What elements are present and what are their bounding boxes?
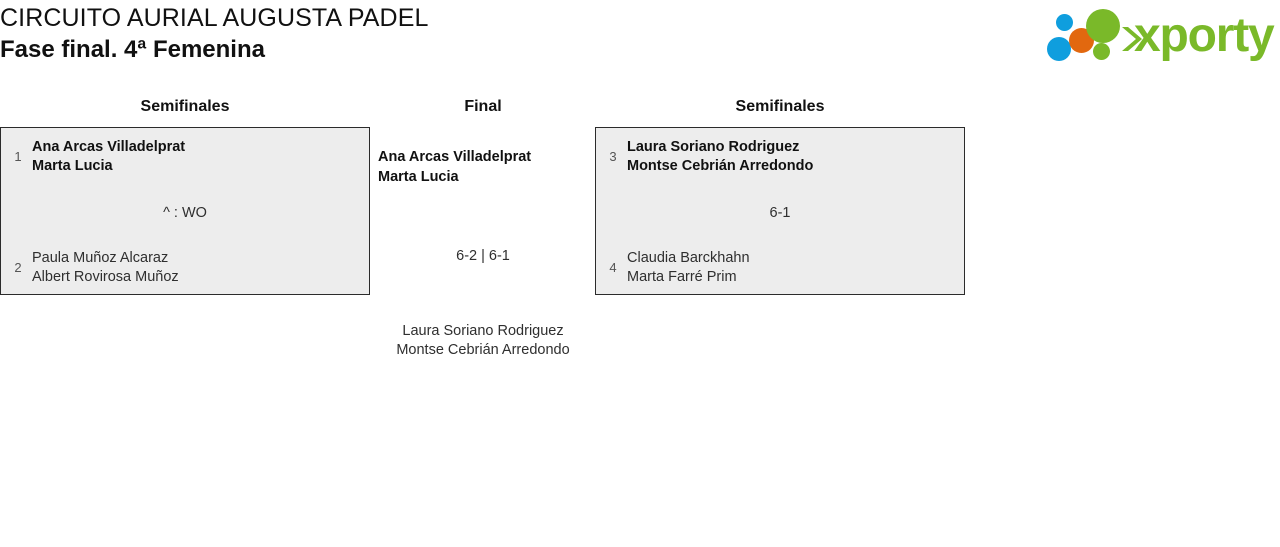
final-score: 6-2 | 6-1	[456, 248, 510, 264]
round-title-final: Final	[464, 98, 502, 115]
logo-wordmark: xporty	[1134, 9, 1275, 62]
team-player-2: Marta Lucia	[378, 169, 459, 185]
match-final[interactable]: Ana Arcas Villadelprat Marta Lucia 6-2 |…	[370, 127, 596, 362]
team-seed: 4	[609, 260, 617, 275]
tournament-phase: Fase final. 4ª Femenina	[0, 36, 265, 63]
match-semifinal-right[interactable]: 3 Laura Soriano Rodriguez Montse Cebrián…	[595, 127, 965, 295]
match-semifinal-left[interactable]: 1 Ana Arcas Villadelprat Marta Lucia ^ :…	[0, 127, 370, 295]
team-player-1: Claudia Barckhahn	[627, 250, 750, 266]
chevron-right-icon	[1122, 27, 1142, 51]
round-title-semifinal-left: Semifinales	[140, 98, 230, 115]
match-team-row[interactable]: 2 Paula Muñoz Alcaraz Albert Rovirosa Mu…	[1, 249, 369, 287]
match-team-row[interactable]: 3 Laura Soriano Rodriguez Montse Cebrián…	[596, 138, 964, 176]
match-team-row[interactable]: 1 Ana Arcas Villadelprat Marta Lucia	[1, 138, 369, 176]
final-runnerup-team[interactable]: Laura Soriano Rodriguez Montse Cebrián A…	[360, 322, 606, 360]
team-player-1: Paula Muñoz Alcaraz	[32, 250, 169, 266]
team-player-2: Marta Lucia	[32, 158, 113, 174]
match-team-row[interactable]: 4 Claudia Barckhahn Marta Farré Prim	[596, 249, 964, 287]
team-player-2: Albert Rovirosa Muñoz	[32, 269, 179, 285]
match-score: ^ : WO	[163, 205, 207, 221]
final-winner-team[interactable]: Ana Arcas Villadelprat Marta Lucia	[378, 147, 531, 187]
team-seed: 1	[14, 149, 22, 164]
team-names: Claudia Barckhahn Marta Farré Prim	[622, 249, 750, 287]
page-header: CIRCUITO AURIAL AUGUSTA PADEL Fase final…	[0, 0, 1280, 80]
team-seed: 3	[609, 149, 617, 164]
team-player-1: Ana Arcas Villadelprat	[32, 139, 186, 155]
match-score: 6-1	[769, 205, 791, 221]
logo-dot-blue-large	[1047, 37, 1071, 61]
team-names: Ana Arcas Villadelprat Marta Lucia	[27, 138, 185, 176]
logo-dot-blue-small	[1056, 14, 1073, 31]
team-player-1: Ana Arcas Villadelprat	[378, 149, 532, 165]
logo-dots-icon	[1046, 6, 1142, 64]
team-player-2: Montse Cebrián Arredondo	[396, 342, 570, 358]
round-title-semifinal-right: Semifinales	[735, 98, 825, 115]
team-names: Paula Muñoz Alcaraz Albert Rovirosa Muño…	[27, 249, 179, 287]
team-names: Laura Soriano Rodriguez Montse Cebrián A…	[622, 138, 813, 176]
team-seed: 2	[14, 260, 22, 275]
xporty-logo[interactable]: xporty	[1046, 6, 1275, 66]
title-block: CIRCUITO AURIAL AUGUSTA PADEL Fase final…	[0, 2, 428, 66]
tournament-name: CIRCUITO AURIAL AUGUSTA PADEL	[0, 4, 429, 32]
team-player-1: Laura Soriano Rodriguez	[402, 323, 564, 339]
logo-dot-green-large	[1086, 9, 1120, 43]
team-player-1: Laura Soriano Rodriguez	[627, 139, 800, 155]
team-player-2: Montse Cebrián Arredondo	[627, 158, 814, 174]
team-player-2: Marta Farré Prim	[627, 269, 737, 285]
logo-dot-green-small	[1093, 43, 1110, 60]
